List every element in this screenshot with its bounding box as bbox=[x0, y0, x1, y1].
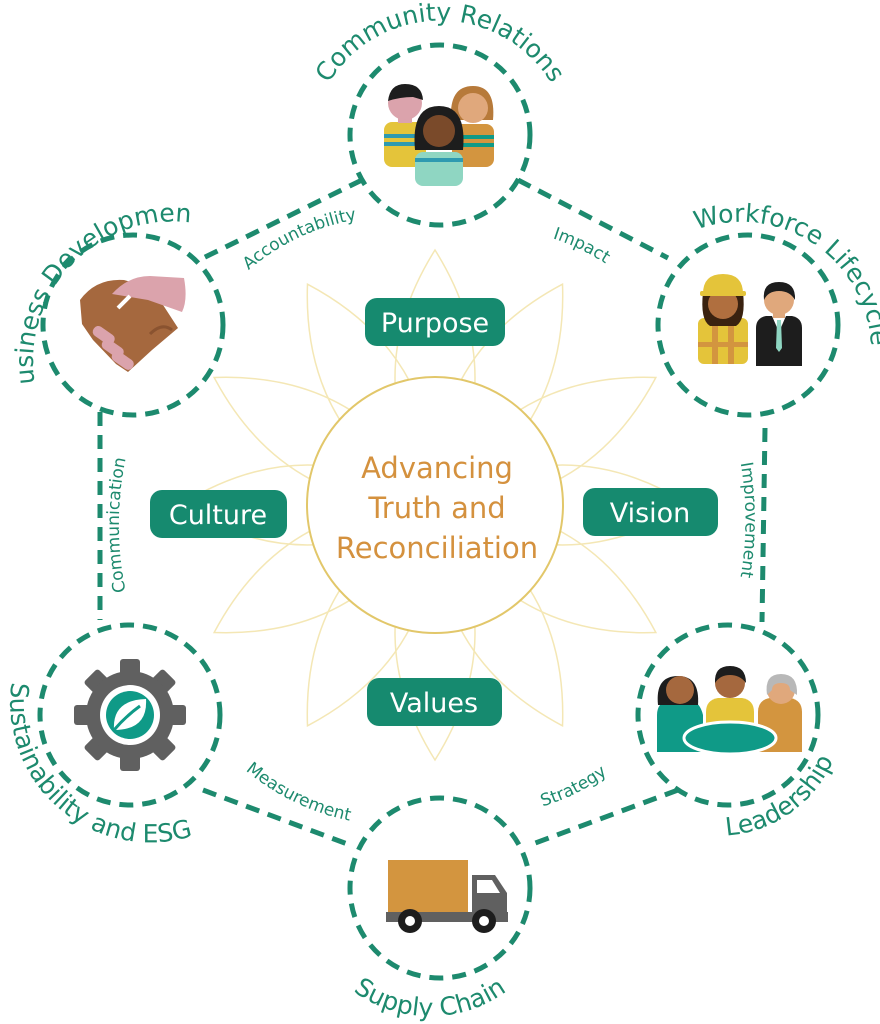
meeting-table-icon bbox=[657, 666, 802, 756]
workers-icon bbox=[698, 274, 802, 366]
center-line-1: Advancing bbox=[361, 451, 513, 485]
link-communication: Communication bbox=[104, 456, 131, 595]
dashed-network-ring bbox=[97, 177, 768, 848]
link-strategy: Strategy bbox=[538, 762, 610, 812]
pill-purpose: Purpose bbox=[365, 298, 505, 346]
pill-values-label: Values bbox=[390, 688, 478, 719]
center-line-3: Reconciliation bbox=[336, 531, 538, 565]
pill-purpose-label: Purpose bbox=[381, 308, 489, 339]
pill-vision: Vision bbox=[583, 488, 718, 536]
handshake-icon bbox=[80, 276, 186, 372]
people-group-icon bbox=[384, 84, 494, 186]
link-impact: Impact bbox=[551, 224, 614, 268]
link-accountability: Accountability bbox=[239, 205, 358, 274]
pill-culture: Culture bbox=[150, 490, 287, 538]
center-line-2: Truth and bbox=[367, 491, 505, 525]
link-improvement: Improvement bbox=[736, 461, 761, 580]
pill-values: Values bbox=[367, 678, 502, 726]
link-measurement: Measurement bbox=[242, 759, 353, 826]
truck-icon bbox=[386, 860, 508, 933]
pill-culture-label: Culture bbox=[169, 500, 267, 531]
pill-vision-label: Vision bbox=[610, 498, 691, 529]
center-title: Advancing Truth and Reconciliation bbox=[336, 451, 538, 565]
center-circle bbox=[306, 376, 564, 634]
gear-leaf-icon bbox=[74, 659, 186, 771]
